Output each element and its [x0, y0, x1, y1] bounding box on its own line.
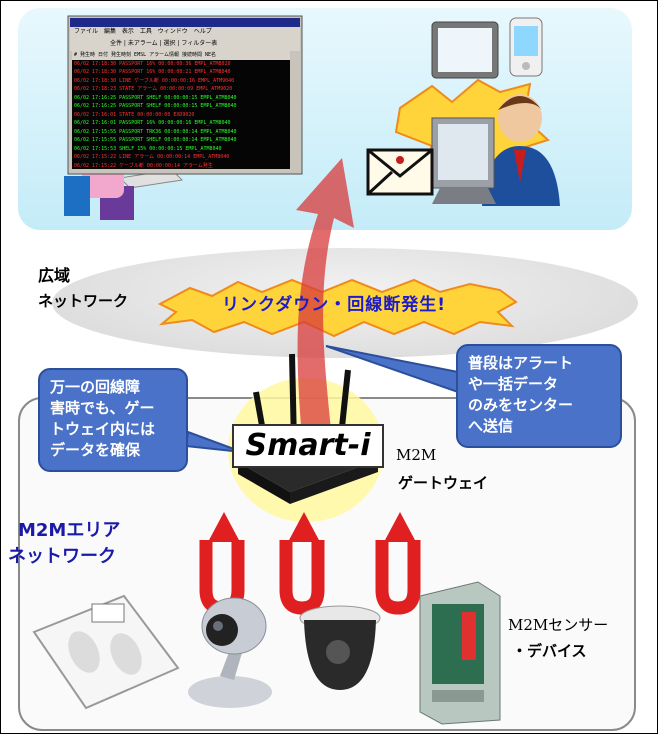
- right-callout: 普段はアラート や一括データ のみをセンター へ送信: [456, 344, 622, 448]
- table-row[interactable]: 06/02 17:18:23 STATE アラーム 00:00:00:09 EM…: [74, 86, 233, 92]
- wan-label-line1: 広域: [38, 266, 71, 285]
- table-row[interactable]: 06/02 17:15:22 ケーブル断 00:00:00:14 アラーム発生: [74, 162, 213, 169]
- table-row[interactable]: 06/02 17:18:30 PASSPORT 16% 00:00:00:21 …: [74, 69, 231, 75]
- link-down-text: リンクダウン・回線断発生!: [221, 295, 447, 315]
- vending-machine-icon: [419, 581, 501, 725]
- alarm-table: # 発生時 日付 発生時刻 EMSL アラーム情報 接続時間 NE名 06/02…: [72, 51, 290, 169]
- menu-item[interactable]: ウィンドウ: [157, 28, 188, 35]
- table-row[interactable]: 06/02 17:16:25 PASSPORT SHELF 00:00:00:1…: [74, 94, 237, 101]
- gateway-label-line2: ゲートウェイ: [398, 474, 489, 492]
- table-row[interactable]: 06/02 17:15:22 LINE アラーム 00:00:00:14 EMP…: [74, 154, 230, 160]
- right-callout-line: 普段はアラート: [468, 354, 574, 372]
- sensor-label-line2: ・デバイス: [512, 642, 587, 660]
- webcam-icon: [188, 597, 272, 708]
- table-row[interactable]: 06/02 17:16:01 STATE 00:00:00:00 EXD9020: [74, 111, 195, 118]
- left-callout-line: トウェイ内には: [50, 420, 156, 438]
- u-arrow-heads: [208, 512, 416, 542]
- table-row[interactable]: 06/02 17:15:55 PASSPORT TRK36 00:00:00:1…: [74, 128, 237, 135]
- upload-arrow: [296, 158, 354, 440]
- sensor-label-line1: M2Mセンサー: [508, 616, 609, 634]
- right-callout-line: や一括データ: [468, 375, 559, 393]
- right-callout-line: のみをセンター: [468, 396, 574, 414]
- left-callout-line: 害時でも、ゲー: [50, 399, 155, 417]
- menu-item[interactable]: 編集: [103, 28, 116, 35]
- area-label-line1: M2Mエリア: [18, 520, 121, 541]
- manager-at-pc-icon: [394, 78, 560, 206]
- left-callout: 万一の回線障 害時でも、ゲー トウェイ内には データを確保: [38, 368, 188, 472]
- table-row[interactable]: 06/02 17:15:53 SHELF 15% 00:00:00:15 EMP…: [74, 145, 222, 152]
- smartphone-icon: [509, 17, 543, 77]
- window-titlebar: [70, 18, 300, 27]
- left-callout-line: 万一の回線障: [50, 378, 141, 396]
- gateway-label-line1: M2M: [396, 446, 437, 464]
- table-row[interactable]: 06/02 17:18:30 PASSPORT 16% 00:00:00:36 …: [74, 60, 231, 67]
- window-menubar: ファイル 編集 表示 工具 ウィンドウ ヘルプ: [70, 27, 300, 37]
- toolbar-label: 全件 | 未アラーム | 選択 | フィルター表: [110, 40, 218, 47]
- table-row[interactable]: 06/02 17:16:01 PASSPORT 16% 00:00:00:16 …: [74, 120, 231, 126]
- table-header: # 発生時 日付 発生時刻 EMSL アラーム情報 接続時間 NE名: [72, 51, 290, 60]
- smart-i-logo: Smart-i: [232, 424, 384, 468]
- tablet-icon: [431, 21, 499, 79]
- table-row[interactable]: 06/02 17:16:25 PASSPORT SHELF 00:00:00:1…: [74, 103, 237, 109]
- menu-item[interactable]: ファイル: [74, 28, 99, 35]
- right-callout-line: へ送信: [468, 417, 514, 435]
- left-callout-line: データを確保: [50, 441, 141, 459]
- scale-icon: [32, 594, 180, 710]
- table-row[interactable]: 06/02 17:15:55 PASSPORT SHELF 00:00:00:1…: [74, 137, 237, 143]
- menu-item[interactable]: ヘルプ: [193, 28, 212, 35]
- wan-label-line2: ネットワーク: [38, 292, 129, 310]
- window-toolbar: 全件 | 未アラーム | 選択 | フィルター表: [70, 37, 300, 51]
- menu-item[interactable]: 表示: [121, 28, 134, 35]
- menu-item[interactable]: 工具: [139, 28, 152, 35]
- dome-camera-icon: [299, 605, 381, 690]
- link-down-burst: [157, 278, 518, 338]
- table-row[interactable]: 06/02 17:18:30 LINE ケーブル断 00:00:00:16 EM…: [74, 77, 235, 84]
- area-label-line2: ネットワーク: [8, 546, 116, 567]
- envelope-icon: [366, 148, 434, 196]
